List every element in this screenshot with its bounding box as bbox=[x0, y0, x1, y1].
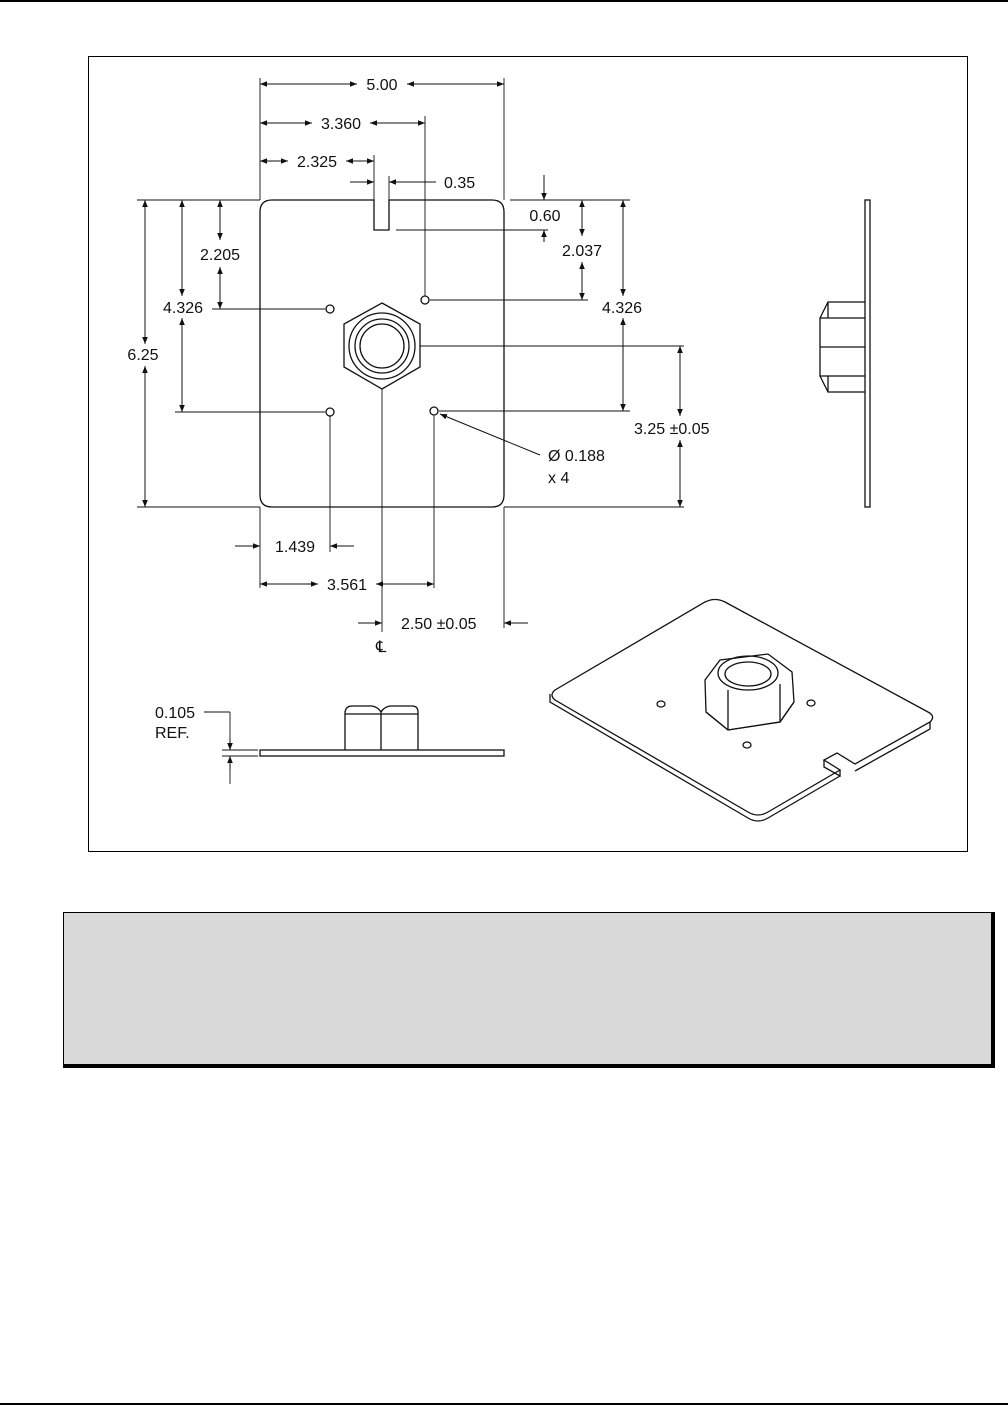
dim-3-561: 3.561 bbox=[327, 577, 367, 594]
dim-0-35: 0.35 bbox=[444, 175, 475, 192]
note-box bbox=[63, 912, 995, 1068]
mounting-hole bbox=[326, 408, 334, 416]
bottom-view bbox=[260, 706, 504, 756]
mounting-hole bbox=[326, 305, 334, 313]
dim-1-439: 1.439 bbox=[275, 539, 315, 556]
dim-ref-label: REF. bbox=[155, 725, 190, 742]
dim-5-00: 5.00 bbox=[366, 77, 397, 94]
note-text bbox=[64, 913, 991, 945]
dim-2-205: 2.205 bbox=[200, 247, 240, 264]
dim-0-105: 0.105 bbox=[155, 705, 195, 722]
dim-3-25: 3.25 ±0.05 bbox=[634, 421, 710, 438]
mounting-hole bbox=[430, 407, 438, 415]
dim-4-326-left: 4.326 bbox=[163, 300, 203, 317]
hole-count-label: x 4 bbox=[548, 470, 569, 487]
dim-4-326-right: 4.326 bbox=[602, 300, 642, 317]
footer-rule bbox=[0, 1403, 1008, 1405]
dim-2-325: 2.325 bbox=[297, 154, 337, 171]
dim-3-360: 3.360 bbox=[321, 116, 361, 133]
hole-diameter-label: Ø 0.188 bbox=[548, 448, 605, 465]
mounting-hole bbox=[421, 296, 429, 304]
dim-2-037: 2.037 bbox=[562, 243, 602, 260]
dim-2-50: 2.50 ±0.05 bbox=[401, 616, 477, 633]
side-view bbox=[820, 200, 870, 507]
isometric-view bbox=[550, 600, 933, 822]
centerline-symbol: ℄ bbox=[375, 639, 387, 656]
mounting-plate-drawing: 5.00 3.360 2.325 1.439 3.561 6.25 4.326 … bbox=[0, 0, 1008, 860]
dim-0-60: 0.60 bbox=[529, 208, 560, 225]
dim-6-25: 6.25 bbox=[127, 347, 158, 364]
